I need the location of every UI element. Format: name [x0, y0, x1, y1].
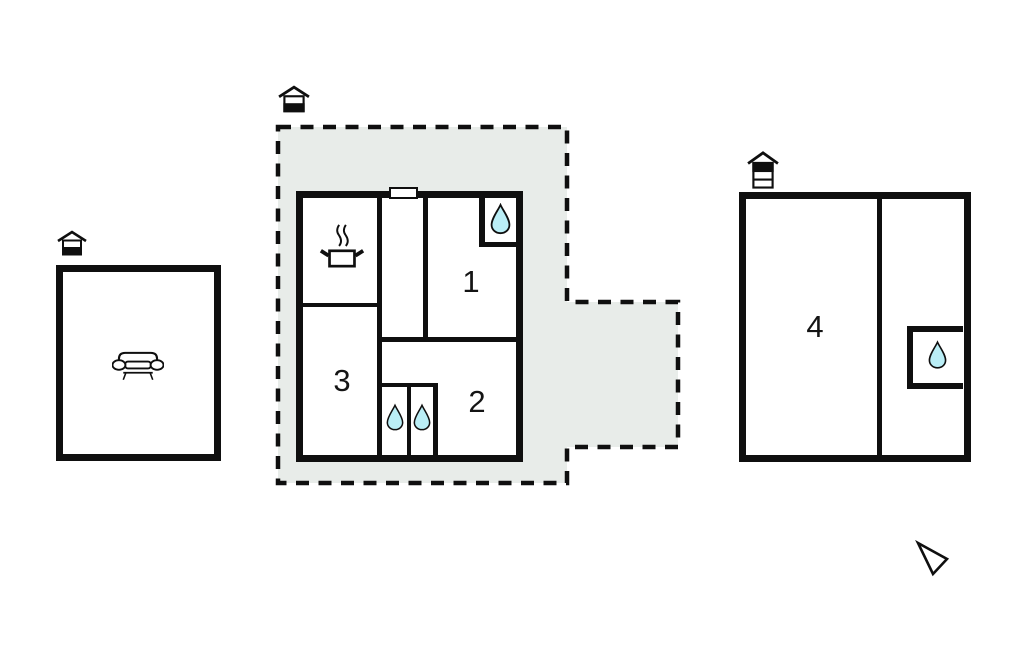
interior-wall-room4 — [877, 199, 882, 455]
interior-wall-kitchen-room3 — [303, 303, 377, 307]
interior-wall-room2-top — [377, 337, 516, 342]
interior-wall-hall-room1 — [423, 198, 428, 342]
entrance-door-marker — [389, 187, 418, 199]
shower-wall-bottom — [907, 383, 963, 389]
house-icon — [57, 230, 87, 256]
house-icon — [278, 85, 310, 113]
stall-wall-divider — [407, 387, 411, 455]
house-tall-icon — [747, 151, 779, 189]
interior-wall-vertical-long — [377, 198, 382, 455]
shower-wall-top — [907, 326, 963, 332]
water-drop-icon — [413, 403, 431, 431]
sofa-icon — [112, 351, 164, 381]
bathroom-wall-bottom — [479, 242, 516, 247]
water-drop-icon — [928, 340, 947, 369]
stall-wall-right — [433, 383, 438, 455]
stall-wall-top — [382, 383, 438, 387]
room-1-label: 1 — [462, 264, 480, 299]
water-drop-icon — [490, 203, 511, 235]
water-drop-icon — [386, 403, 404, 431]
shower-wall-left — [907, 326, 913, 389]
direction-arrow-icon — [915, 540, 950, 577]
room-2-label: 2 — [468, 384, 486, 419]
bathroom-wall-left — [479, 198, 485, 247]
cooking-pot-icon — [319, 224, 365, 268]
room-4-label: 4 — [806, 309, 824, 344]
room-3-label: 3 — [333, 363, 351, 398]
